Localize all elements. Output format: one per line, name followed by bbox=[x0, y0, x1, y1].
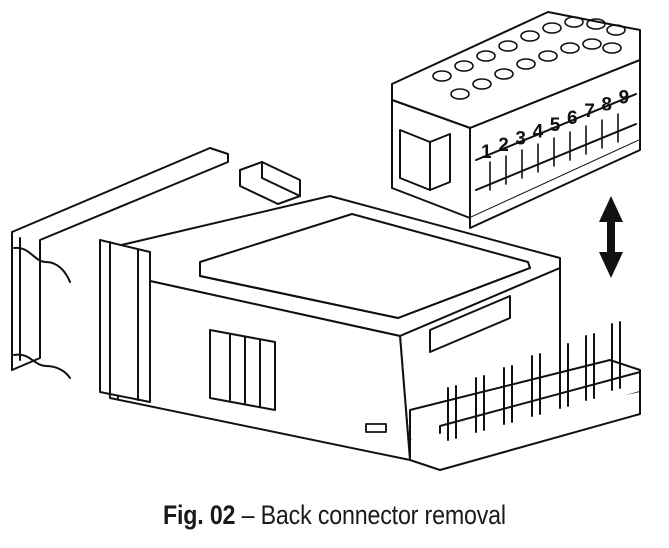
figure-number: Fig. 02 bbox=[162, 500, 236, 530]
terminal-number-9: 9 bbox=[619, 88, 630, 109]
terminal-pins bbox=[447, 321, 621, 441]
terminal-number-2: 2 bbox=[498, 135, 509, 156]
terminal-slots bbox=[489, 113, 619, 191]
terminal-number-7: 7 bbox=[584, 101, 595, 122]
figure-caption: Fig. 02 – Back connector removal bbox=[47, 500, 622, 531]
terminal-number-3: 3 bbox=[515, 128, 526, 149]
caption-text: Back connector removal bbox=[260, 500, 506, 530]
terminal-number-8: 8 bbox=[601, 94, 612, 115]
terminal-number-5: 5 bbox=[550, 115, 561, 136]
controller-housing bbox=[11, 147, 641, 471]
terminal-number-4: 4 bbox=[533, 122, 544, 143]
terminal-number-6: 6 bbox=[567, 108, 578, 129]
terminal-number-1: 1 bbox=[481, 142, 492, 163]
double-arrow-vertical-icon bbox=[599, 196, 623, 278]
caption-separator: – bbox=[235, 500, 261, 530]
screw-holes bbox=[432, 16, 626, 100]
